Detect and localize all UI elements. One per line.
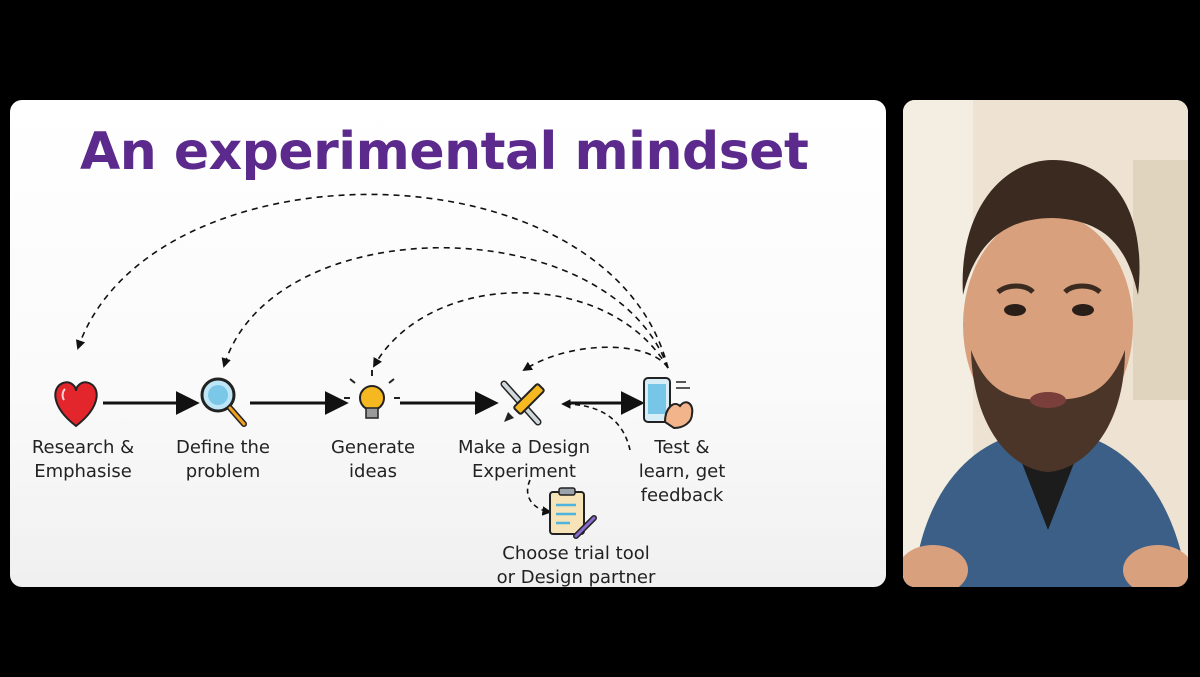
presenter-webcam [903,100,1188,587]
slide: An experimental mindset [10,100,886,587]
step-label-test: Test & learn, get feedback [638,437,726,506]
feedback-loop-generate [373,292,669,369]
slide-title: An experimental mindset [80,122,809,182]
heart-icon [54,381,98,428]
presenter-illustration [903,100,1188,587]
step-label-generate: Generate ideas [330,437,416,482]
feedback-loop-make [522,346,669,372]
feedback-loop-define [221,246,669,369]
feedback-loop-research [75,193,669,369]
phone-touch-icon [643,377,694,430]
step-label-make: Make a Design Experiment [457,437,591,482]
dashed-link-make-to-choose [526,479,552,516]
clipboard-icon [549,487,597,539]
tools-icon [500,380,545,426]
step-label-research: Research & Emphasise [31,437,135,482]
lightbulb-icon [344,370,400,419]
step-label-define: Define the problem [175,437,271,482]
process-diagram [54,193,694,539]
side-step-label-choose: Choose trial tool or Design partner [496,543,656,587]
magnifier-icon [200,377,247,427]
dashed-link-choose-to-make [561,399,631,451]
